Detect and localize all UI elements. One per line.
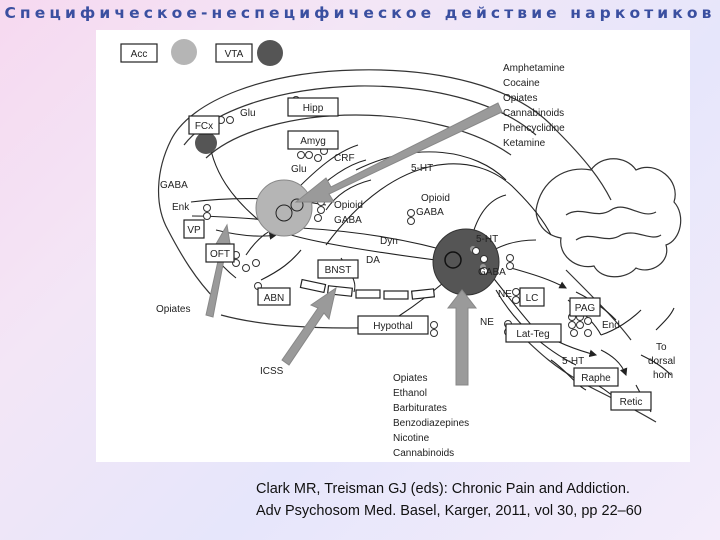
hypothal-label: Hypothal [373,321,412,332]
drug-bottom-item: Cannabinoids [393,448,454,459]
ne-label-a: NE [498,289,512,300]
brain-diagram: Acc VTA FCx Hipp Amyg VP OFT BNST ABN Hy… [96,30,690,462]
glu-label-top: Glu [240,108,256,119]
5ht-label-vta: 5-HT [476,234,498,245]
lc-label: LC [526,293,539,304]
drug-top-item: Opiates [503,93,537,104]
pag-label: PAG [575,303,596,314]
crf-label: CRF [334,153,355,164]
gaba-label-a: GABA [334,215,362,226]
gaba-label-left: GABA [160,180,188,191]
drug-bottom-item: Nicotine [393,433,430,444]
glu-label-amyg: Glu [291,164,307,175]
amyg-label: Amyg [300,136,326,147]
drug-top-item: Amphetamine [503,63,565,74]
gaba-label-b: GABA [416,207,444,218]
slide-title: Специфическое-неспецифическое действие н… [0,4,720,22]
5ht-label-top: 5-HT [411,163,433,174]
opioid-label-b: Opioid [421,193,450,204]
drug-bottom-item: Benzodiazepines [393,418,469,429]
citation-line-2: Adv Psychosom Med. Basel, Karger, 2011, … [256,500,716,522]
lat-teg-label: Lat-Teg [516,329,549,340]
citation: Clark MR, Treisman GJ (eds): Chronic Pai… [256,478,716,522]
ne-label-b: NE [480,317,494,328]
gaba-label-vta: GABA [478,267,506,278]
da-label: DA [366,255,380,266]
end-label: End [602,320,620,331]
drug-list-bottom: Opiates Ethanol Barbiturates Benzodiazep… [393,373,469,459]
drug-bottom-item: Opiates [393,373,427,384]
drug-bottom-item: Ethanol [393,388,427,399]
fcx-neuron [195,132,217,154]
hypothalamic-chain [300,280,434,300]
hipp-label: Hipp [303,103,324,114]
fcx-label: FCx [195,121,213,132]
legend-acc-label: Acc [131,49,148,60]
5ht-label-raphe: 5-HT [562,356,584,367]
drug-top-item: Phencyclidine [503,123,565,134]
oft-label: OFT [210,249,230,260]
brain-diagram-svg: Acc VTA FCx Hipp Amyg VP OFT BNST ABN Hy… [96,30,690,462]
dyn-label: Dyn [380,236,398,247]
icss-label: ICSS [260,366,284,377]
drug-top-item: Cannabinoids [503,108,564,119]
retic-label: Retic [620,397,643,408]
legend-acc-swatch [171,39,197,65]
citation-line-1: Clark MR, Treisman GJ (eds): Chronic Pai… [256,478,716,500]
to-label: To [656,342,667,353]
legend-vta-label: VTA [225,49,244,60]
bnst-label: BNST [325,265,352,276]
drug-bottom-item: Barbiturates [393,403,447,414]
drug-top-item: Cocaine [503,78,540,89]
acc-circle [256,180,312,236]
abn-label: ABN [264,293,285,304]
opioid-label-a: Opioid [334,200,363,211]
drug-list-top: Amphetamine Cocaine Opiates Cannabinoids… [503,63,565,149]
legend-vta-swatch [257,40,283,66]
dorsal-label: dorsal [648,356,675,367]
opiates-label-left: Opiates [156,304,190,315]
vp-label: VP [187,225,201,236]
raphe-label: Raphe [581,373,611,384]
enk-label: Enk [172,202,190,213]
drug-top-item: Ketamine [503,138,546,149]
horn-label: horn [653,370,673,381]
